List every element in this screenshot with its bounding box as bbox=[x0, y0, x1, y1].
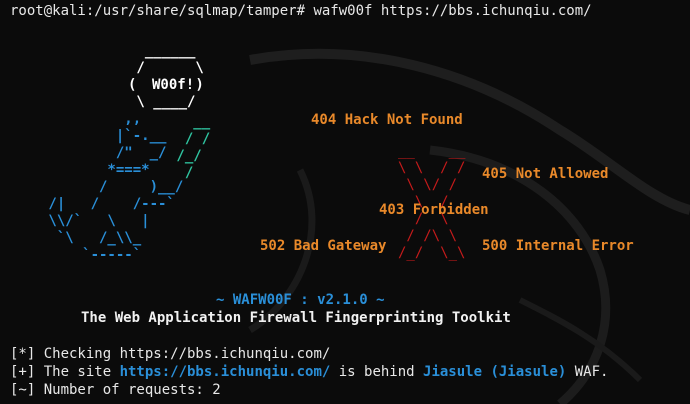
toolkit-subtitle: The Web Application Firewall Fingerprint… bbox=[81, 310, 511, 326]
woof-logo-frame: ______ / \ ( ) \ ____/ bbox=[128, 43, 204, 110]
output-result-waf: Jiasule (Jiasule) bbox=[423, 364, 567, 380]
output-result-url: https://bbs.ichunqiu.com/ bbox=[119, 364, 331, 380]
output-result-prefix: [+] The site bbox=[10, 364, 120, 380]
error-500-label: 500 Internal Error bbox=[482, 238, 634, 254]
error-404-label: 404 Hack Not Found bbox=[311, 112, 463, 128]
woof-badge-text: W00f! bbox=[152, 77, 195, 93]
red-x-ascii-art: __ __ \ \ / / \ \/ / \ / / \ / /\ \ /_/ … bbox=[398, 143, 466, 261]
output-line-requests: [~] Number of requests: 2 bbox=[10, 382, 221, 398]
output-checking-prefix: [*] Checking bbox=[10, 346, 120, 362]
output-line-checking: [*] Checking https://bbs.ichunqiu.com/ bbox=[10, 346, 330, 363]
output-result-mid: is behind bbox=[330, 364, 424, 380]
error-502-label: 502 Bad Gateway bbox=[260, 238, 387, 254]
command-line: root@kali:/usr/share/sqlmap/tamper# wafw… bbox=[10, 3, 592, 20]
dog-ascii-art: ,, |`-.__ /" _/ *===* / )__/ /| / /---` … bbox=[48, 111, 184, 263]
output-checking-url: https://bbs.ichunqiu.com/ bbox=[119, 346, 331, 362]
output-result-suffix: WAF. bbox=[566, 364, 609, 380]
command-text: wafw00f https://bbs.ichunqiu.com/ bbox=[313, 3, 592, 19]
error-403-label: 403 Forbidden bbox=[379, 202, 489, 218]
dog-tail-ascii-art: __ / / /_/ / bbox=[176, 114, 211, 181]
error-405-label: 405 Not Allowed bbox=[482, 166, 609, 182]
version-line: ~ WAFW00F : v2.1.0 ~ bbox=[216, 292, 385, 308]
output-line-result: [+] The site https://bbs.ichunqiu.com/ i… bbox=[10, 364, 608, 381]
shell-prompt: root@kali:/usr/share/sqlmap/tamper# bbox=[10, 3, 314, 19]
